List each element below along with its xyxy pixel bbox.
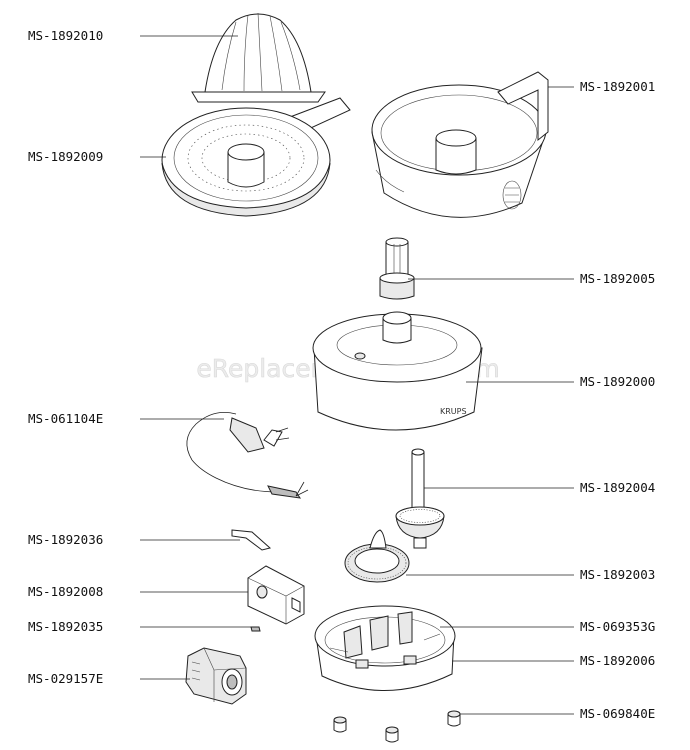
label-drive-coupling[interactable]: MS-1892005 <box>580 271 655 286</box>
spring-part[interactable] <box>250 626 261 632</box>
label-gear-wheel[interactable]: MS-1892003 <box>580 567 655 582</box>
container-part[interactable] <box>371 71 549 218</box>
drive-coupling-part[interactable] <box>379 237 415 300</box>
label-base[interactable]: MS-1892006 <box>580 653 655 668</box>
label-pulp-filter[interactable]: MS-1892009 <box>28 149 103 164</box>
gear-wheel-part[interactable] <box>344 529 410 583</box>
drive-shaft-part[interactable] <box>395 448 445 549</box>
switch-part[interactable] <box>247 565 305 625</box>
brand-mark: KRUPS <box>440 407 467 416</box>
label-reamer[interactable]: MS-1892010 <box>28 28 103 43</box>
base-part[interactable] <box>314 605 456 691</box>
feet-part[interactable] <box>333 710 461 743</box>
part-labels: MS-1892010 MS-1892009 MS-1892001 MS-1892… <box>28 28 655 721</box>
label-power-cord[interactable]: MS-061104E <box>28 411 103 426</box>
housing-top-part[interactable]: KRUPS <box>312 311 483 431</box>
label-housing-top[interactable]: MS-1892000 <box>580 374 655 389</box>
label-switch[interactable]: MS-1892008 <box>28 584 103 599</box>
power-cord-part[interactable] <box>186 411 309 499</box>
reamer-part[interactable] <box>191 12 326 103</box>
label-motor-support[interactable]: MS-069353G <box>580 619 655 634</box>
foot-2 <box>385 726 399 743</box>
label-container[interactable]: MS-1892001 <box>580 79 655 94</box>
foot-1 <box>333 716 347 733</box>
pulp-filter-part[interactable] <box>161 97 351 217</box>
label-drive-shaft[interactable]: MS-1892004 <box>580 480 655 495</box>
leader-lines <box>140 35 574 715</box>
switch-lever-part[interactable] <box>231 529 272 551</box>
label-switch-lever[interactable]: MS-1892036 <box>28 532 103 547</box>
label-motor[interactable]: MS-029157E <box>28 671 103 686</box>
foot-3 <box>447 710 461 727</box>
label-feet[interactable]: MS-069840E <box>580 706 655 721</box>
motor-part[interactable] <box>185 647 247 705</box>
label-spring[interactable]: MS-1892035 <box>28 619 103 634</box>
